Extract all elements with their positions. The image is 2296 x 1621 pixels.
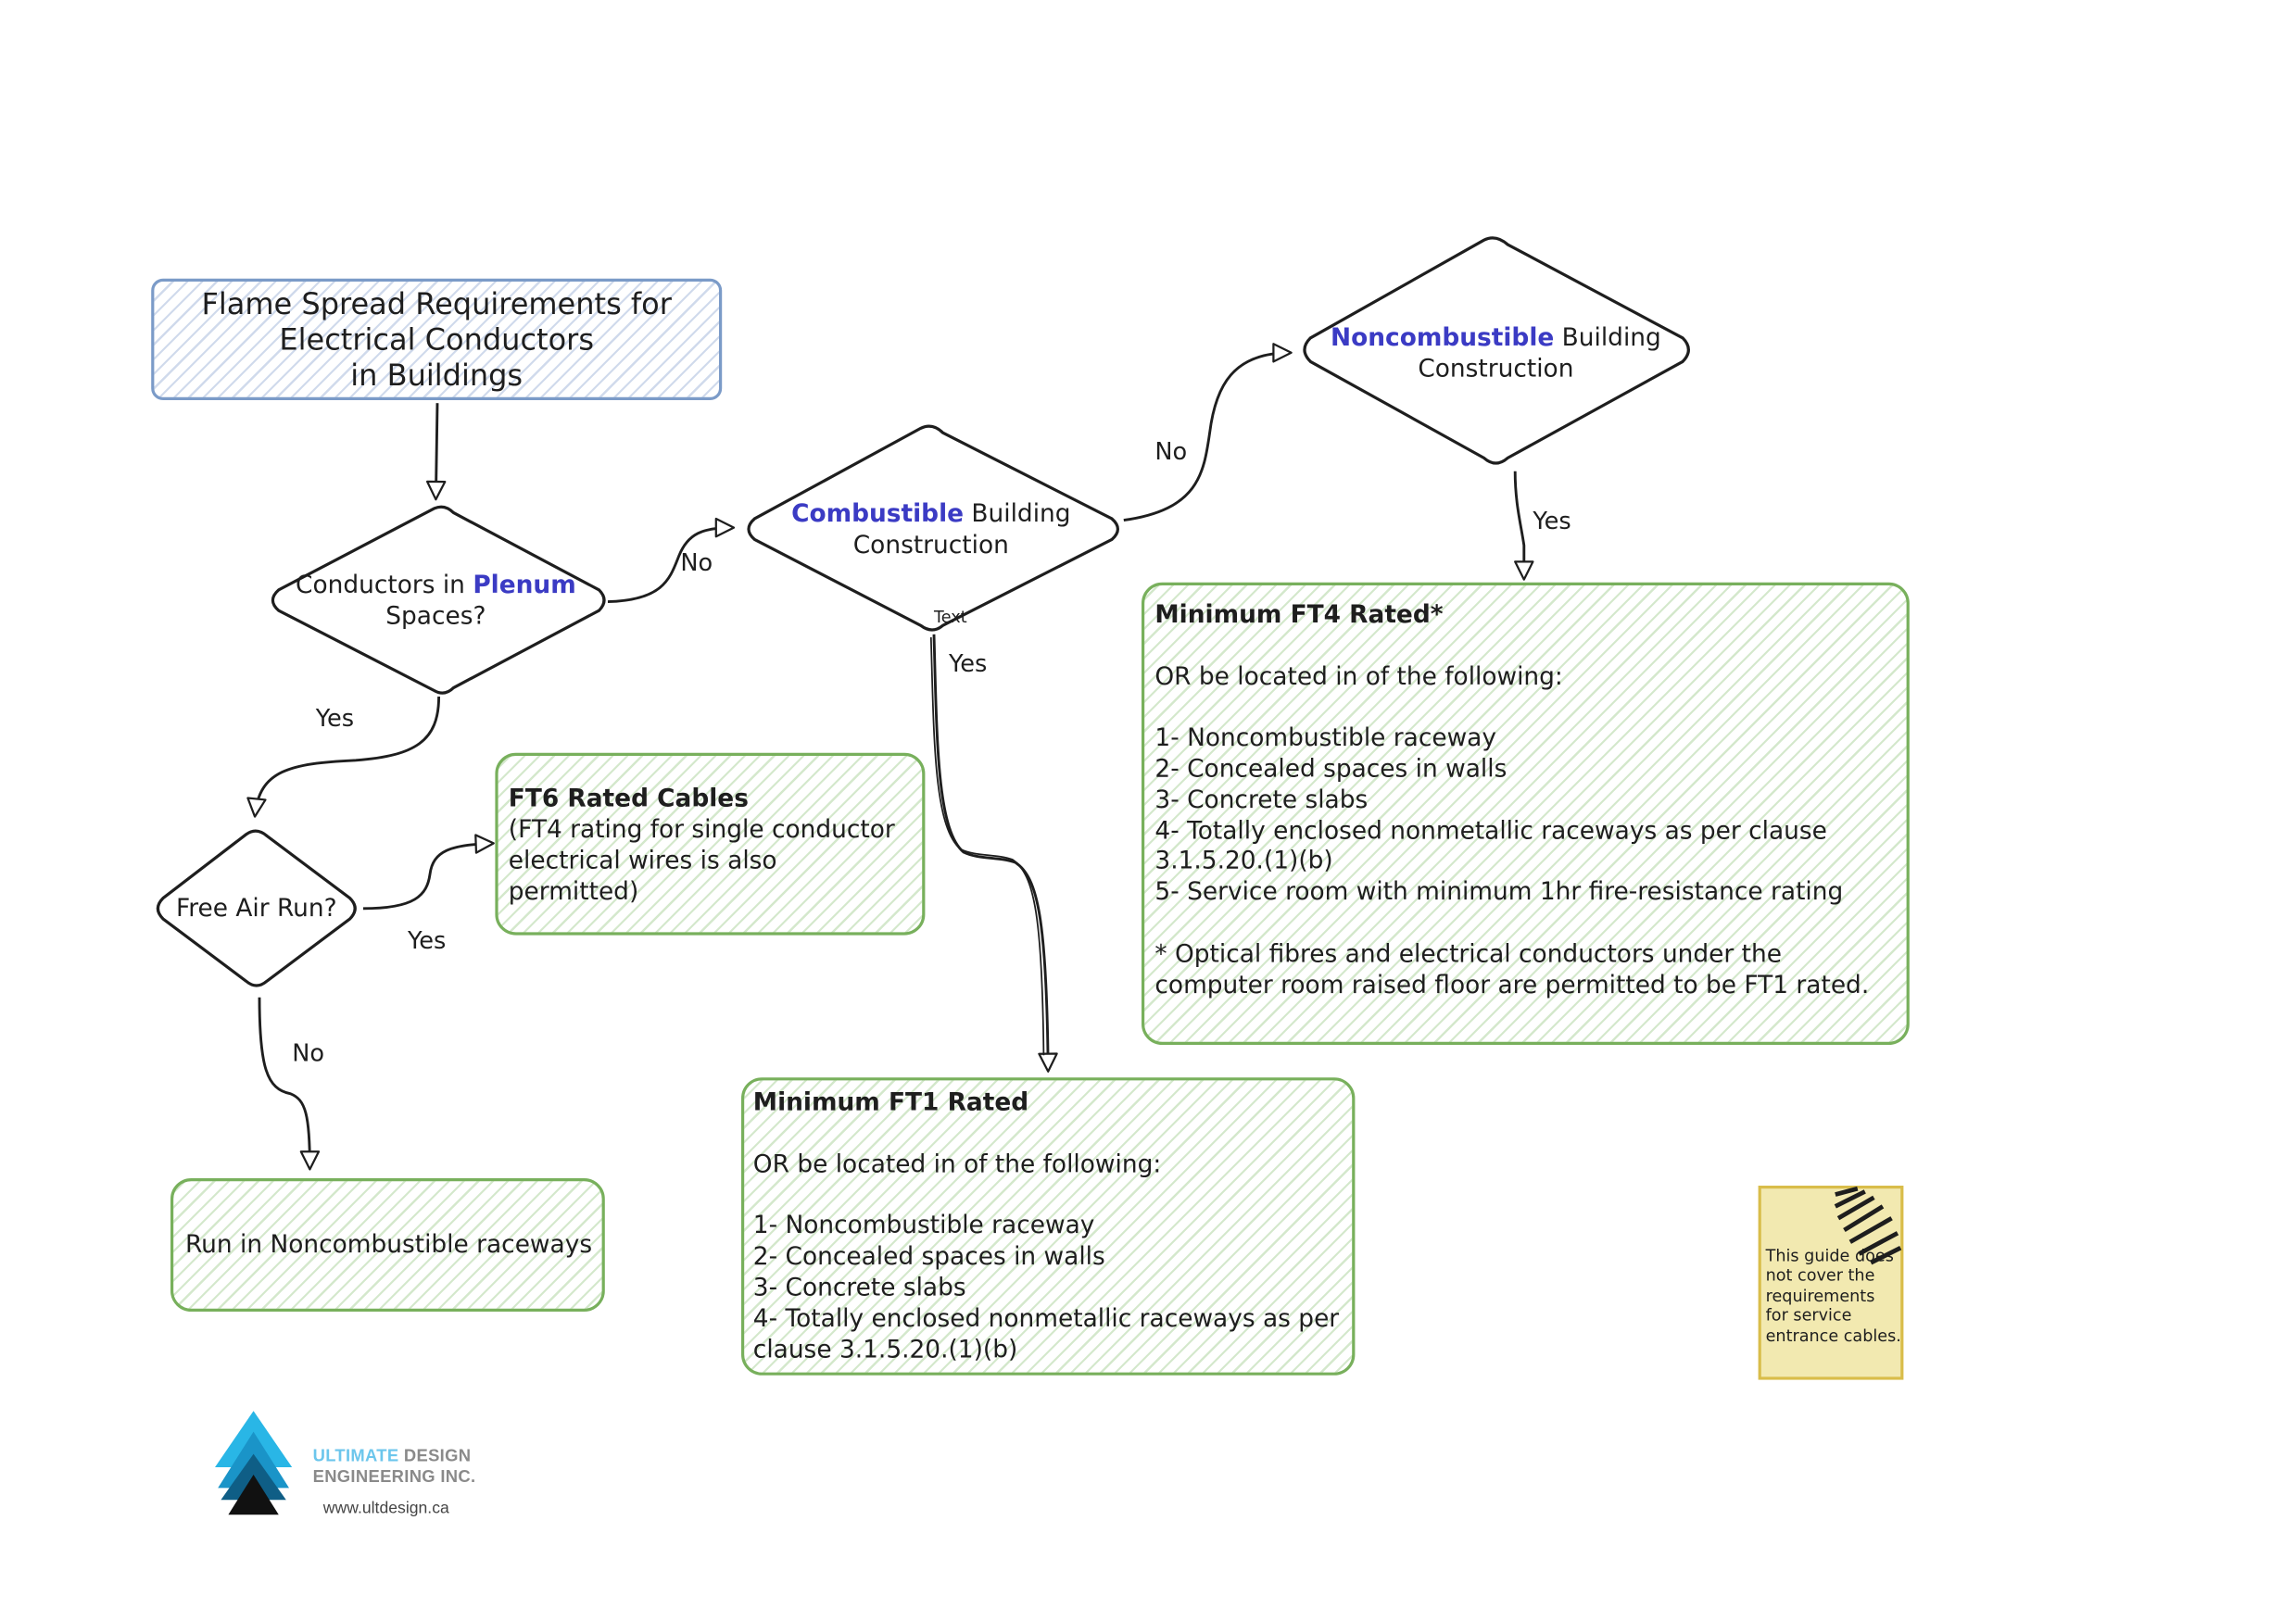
ft4-item-3: 3- Concrete slabs bbox=[1154, 785, 1369, 814]
arrow-free-air-to-raceway bbox=[258, 997, 321, 1171]
edge-label-plenum-yes: Yes bbox=[315, 704, 355, 733]
sticky-note[interactable] bbox=[1758, 1186, 1904, 1380]
combustible-line2: Construction bbox=[852, 530, 1009, 559]
combustible-post: Building bbox=[964, 499, 1071, 528]
ft6-title: FT6 Rated Cables bbox=[508, 784, 749, 812]
arrow-combustible-to-ft1 bbox=[932, 634, 1058, 1073]
note-fold-stripes bbox=[1834, 1186, 1902, 1265]
note-line-3: requirements bbox=[1765, 1286, 1875, 1306]
ft1-item-4: 4- Totally enclosed nonmetallic raceways… bbox=[752, 1304, 1340, 1333]
noncombustible-question: Noncombustible Building Construction bbox=[1319, 323, 1672, 385]
arrow-title-to-plenum bbox=[425, 403, 447, 501]
ft4-intro: OR be located in of the following: bbox=[1154, 662, 1563, 691]
ft1-item-4-cont: clause 3.1.5.20.(1)(b) bbox=[752, 1335, 1018, 1363]
logo-brand-line-2: ENGINEERING INC. bbox=[312, 1468, 476, 1487]
ft4-footnote-2: computer room raised floor are permitted… bbox=[1154, 971, 1870, 999]
plenum-question-line2: Spaces? bbox=[385, 601, 486, 630]
arrow-noncombustible-to-ft4 bbox=[1513, 471, 1534, 581]
ft1-item-3: 3- Concrete slabs bbox=[752, 1273, 966, 1301]
ft4-item-2: 2- Concealed spaces in walls bbox=[1154, 754, 1508, 783]
ft1-title: Minimum FT1 Rated bbox=[752, 1087, 1029, 1116]
ft1-item-1: 1- Noncombustible raceway bbox=[752, 1211, 1095, 1239]
ft6-line-3: permitted) bbox=[508, 877, 639, 906]
note-line-4: for service bbox=[1765, 1305, 1852, 1326]
arrow-plenum-to-combustible bbox=[607, 517, 736, 604]
arrow-free-air-to-ft6 bbox=[362, 834, 495, 911]
ft1-item-2: 2- Concealed spaces in walls bbox=[752, 1241, 1105, 1271]
noncombustible-diamond[interactable] bbox=[1303, 236, 1690, 465]
logo-brand-line-1: ULTIMATE DESIGN bbox=[313, 1448, 472, 1467]
ft4-box[interactable]: Minimum FT4 Rated* OR be located in of t… bbox=[1142, 582, 1910, 1045]
raceway-label: Run in Noncombustible raceways bbox=[185, 1230, 593, 1259]
note-line-5: entrance cables. bbox=[1765, 1326, 1901, 1346]
plenum-highlight: Plenum bbox=[473, 571, 576, 599]
logo-brand-rest: DESIGN bbox=[398, 1448, 472, 1466]
edge-label-noncombustible-yes: Yes bbox=[1533, 507, 1571, 535]
edge-label-combustible-no: No bbox=[1154, 437, 1188, 466]
ft4-item-1: 1- Noncombustible raceway bbox=[1154, 723, 1496, 752]
edge-label-text: Text bbox=[934, 608, 967, 627]
ft1-box[interactable]: Minimum FT1 Rated OR be located in of th… bbox=[741, 1077, 1356, 1376]
logo-url[interactable]: www.ultdesign.ca bbox=[322, 1500, 449, 1518]
ft6-box[interactable]: FT6 Rated Cables (FT4 rating for single … bbox=[495, 752, 926, 936]
title-box: Flame Spread Requirements for Electrical… bbox=[151, 278, 723, 400]
arrow-combustible-to-noncombustible bbox=[1123, 343, 1293, 522]
title-line-3: in Buildings bbox=[350, 357, 524, 393]
sticky-note-text: This guide does not cover the requiremen… bbox=[1766, 1247, 1901, 1346]
combustible-question: Combustible Building Construction bbox=[768, 499, 1094, 561]
free-air-diamond[interactable] bbox=[156, 829, 357, 987]
edge-label-free-air-yes: Yes bbox=[408, 926, 447, 955]
ft4-item-4: 4- Totally enclosed nonmetallic raceways… bbox=[1154, 816, 1827, 845]
company-logo-mark bbox=[215, 1411, 293, 1515]
edge-label-free-air-no: No bbox=[292, 1038, 325, 1067]
free-air-question: Free Air Run? bbox=[175, 893, 337, 923]
logo-brand-highlight: ULTIMATE bbox=[312, 1448, 399, 1466]
ft4-footnote-1: * Optical fibres and electrical conducto… bbox=[1154, 939, 1782, 968]
ft6-line-2: electrical wires is also bbox=[508, 846, 777, 874]
title-line-2: Electrical Conductors bbox=[279, 321, 594, 358]
ft4-item-4-cont: 3.1.5.20.(1)(b) bbox=[1154, 846, 1333, 874]
edge-label-combustible-yes: Yes bbox=[949, 648, 988, 678]
ft6-line-1: (FT4 rating for single conductor bbox=[508, 815, 895, 844]
note-line-1: This guide does bbox=[1765, 1246, 1894, 1266]
plenum-diamond[interactable] bbox=[271, 505, 606, 695]
title-line-1: Flame Spread Requirements for bbox=[201, 285, 672, 322]
combustible-diamond[interactable] bbox=[747, 424, 1119, 632]
arrow-combustible-to-ft1-sketch bbox=[929, 636, 1045, 1056]
edge-label-plenum-no: No bbox=[680, 548, 713, 577]
ft4-title: Minimum FT4 Rated* bbox=[1154, 600, 1444, 629]
noncombustible-highlight: Noncombustible bbox=[1331, 322, 1555, 352]
ft1-intro: OR be located in of the following: bbox=[752, 1150, 1162, 1178]
raceway-box[interactable]: Run in Noncombustible raceways bbox=[170, 1178, 605, 1312]
note-line-2: not cover the bbox=[1765, 1266, 1875, 1286]
plenum-question: Conductors in Plenum Spaces? bbox=[282, 571, 590, 633]
plenum-question-pre: Conductors in bbox=[296, 571, 473, 599]
noncombustible-post: Building bbox=[1554, 322, 1661, 352]
ft4-item-5: 5- Service room with minimum 1hr fire-re… bbox=[1154, 877, 1844, 906]
arrow-plenum-to-free-air bbox=[246, 696, 441, 818]
combustible-highlight: Combustible bbox=[791, 499, 965, 528]
noncombustible-line2: Construction bbox=[1418, 354, 1574, 383]
